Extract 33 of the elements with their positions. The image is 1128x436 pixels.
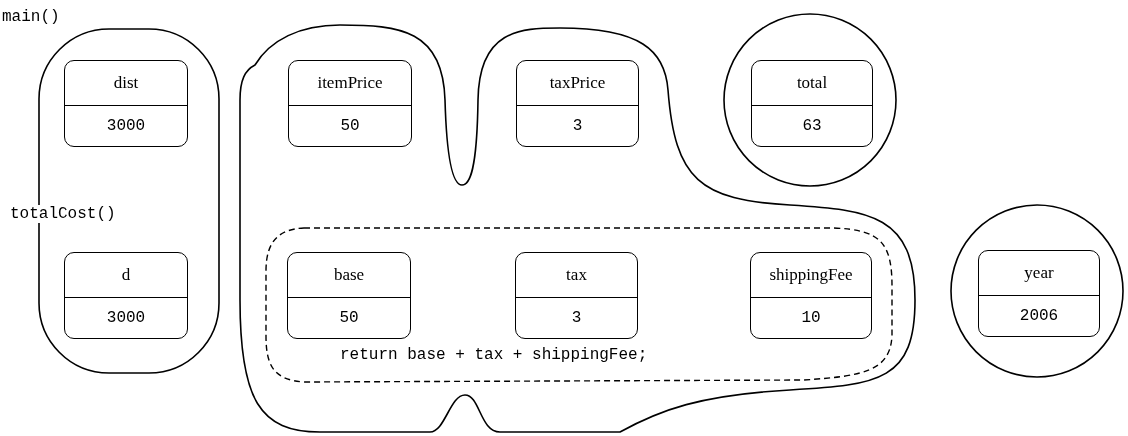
variable-value: 3 <box>571 309 582 327</box>
scope-circle <box>950 204 1124 378</box>
variable-name: total <box>796 73 828 93</box>
variable-value: 50 <box>339 309 359 327</box>
variable-name: taxPrice <box>549 73 606 93</box>
variable-box <box>64 60 188 147</box>
variable-name: tax <box>566 265 587 285</box>
function-label: totalCost() <box>10 205 116 223</box>
variable-name: d <box>121 265 131 285</box>
variable-box <box>978 250 1100 337</box>
variable-box <box>287 252 411 339</box>
scope-circle <box>723 13 897 187</box>
variable-box <box>64 252 188 339</box>
dashed-scope-outline <box>264 226 892 384</box>
code-text: return base + tax + shippingFee; <box>340 346 648 364</box>
variable-value: 3000 <box>106 117 146 135</box>
variable-name: dist <box>113 73 139 93</box>
variable-name: shippingFee <box>769 265 853 285</box>
variable-name: base <box>333 265 365 285</box>
variable-box <box>516 60 639 147</box>
variable-value: 2006 <box>1019 307 1059 325</box>
variable-value: 3000 <box>106 309 146 327</box>
variable-value: 3 <box>572 117 583 135</box>
variable-box <box>288 60 412 147</box>
variable-box <box>515 252 638 339</box>
variable-value: 50 <box>340 117 360 135</box>
variable-box <box>750 252 872 339</box>
variable-name: itemPrice <box>317 73 383 93</box>
variable-value: 63 <box>802 117 822 135</box>
variable-box <box>751 60 873 147</box>
variable-value: 10 <box>801 309 821 327</box>
variable-name: year <box>1024 263 1054 283</box>
function-label: main() <box>2 8 60 26</box>
